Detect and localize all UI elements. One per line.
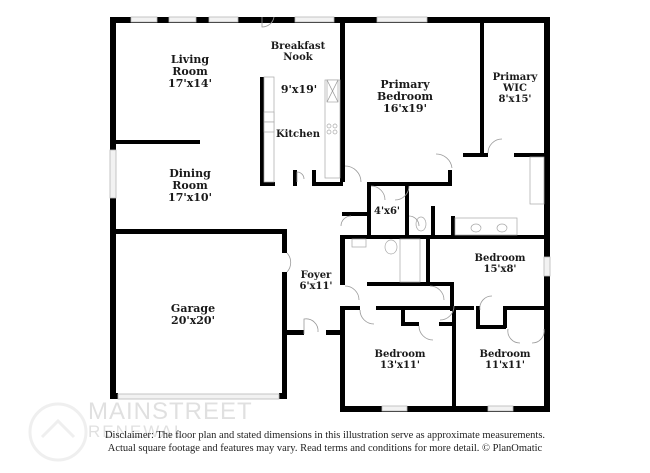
room-dimensions: 13'x11' [380,360,420,371]
room-name: Dining [169,167,211,180]
room-name: Bedroom [374,349,426,360]
watermark-line2: RENEWAL [88,422,186,441]
room-name: Bedroom [376,90,434,103]
room-label-bedroom-se: Bedroom 11'x11' [480,349,531,371]
room-label-living: Living Room 17'x14' [168,54,212,90]
room-dimensions: 16'x19' [383,102,427,115]
room-label-garage: Garage 20'x20' [171,303,215,327]
doors [261,16,545,344]
windows [109,16,551,412]
room-name: Nook [283,52,313,63]
room-name: Room [172,179,208,192]
room-dimensions: 17'x10' [168,191,212,204]
room-dimensions: 8'x15' [498,94,532,105]
room-label-kitchen: Kitchen [276,129,320,140]
disclaimer-line1: Disclaimer: The floor plan and stated di… [104,430,546,441]
room-name: Garage [170,302,216,315]
disclaimer-line2: Actual square footage and features may v… [107,443,543,454]
room-label-primary-wic: Primary WIC 8'x15' [493,72,538,105]
room-dimensions: 9'x19' [280,83,318,96]
room-dimensions: 15'x8' [483,264,517,275]
room-dimensions: 6'x11' [299,281,333,292]
room-name: Room [172,65,208,78]
room-label-bedroom-east: Bedroom 15'x8' [475,253,526,275]
room-dimensions: 17'x14' [168,77,212,90]
watermark-line1: MAINSTREET [88,398,253,425]
room-name: Bedroom [479,349,531,360]
room-name: WIC [503,83,527,94]
room-name: Primary [380,78,430,91]
room-name: Bedroom [474,253,526,264]
room-label-foyer: Foyer 6'x11' [300,270,333,292]
interior-walls [110,17,550,412]
room-label-dining: Dining Room 17'x10' [168,168,212,204]
room-name: Foyer [300,270,332,281]
room-name: Kitchen [275,129,321,140]
room-name: Primary [492,72,538,83]
room-name: Living [170,53,210,66]
room-label-primary-bedroom: Primary Bedroom 16'x19' [377,79,433,115]
disclaimer: Disclaimer: The floor plan and stated di… [0,429,650,455]
mainstreet-logo-icon [28,402,88,462]
room-label-closet: 4'x6' [374,206,400,217]
room-label-breakfast: Breakfast Nook [271,41,326,63]
room-name: Breakfast [270,41,326,52]
room-dimensions: 11'x11' [485,360,525,371]
room-dimensions: 20'x20' [171,314,215,327]
room-dim-kitchen: 9'x19' [281,84,317,96]
fixtures [263,76,545,283]
room-label-bedroom-sw: Bedroom 13'x11' [375,349,426,371]
room-dimensions: 4'x6' [373,206,401,217]
